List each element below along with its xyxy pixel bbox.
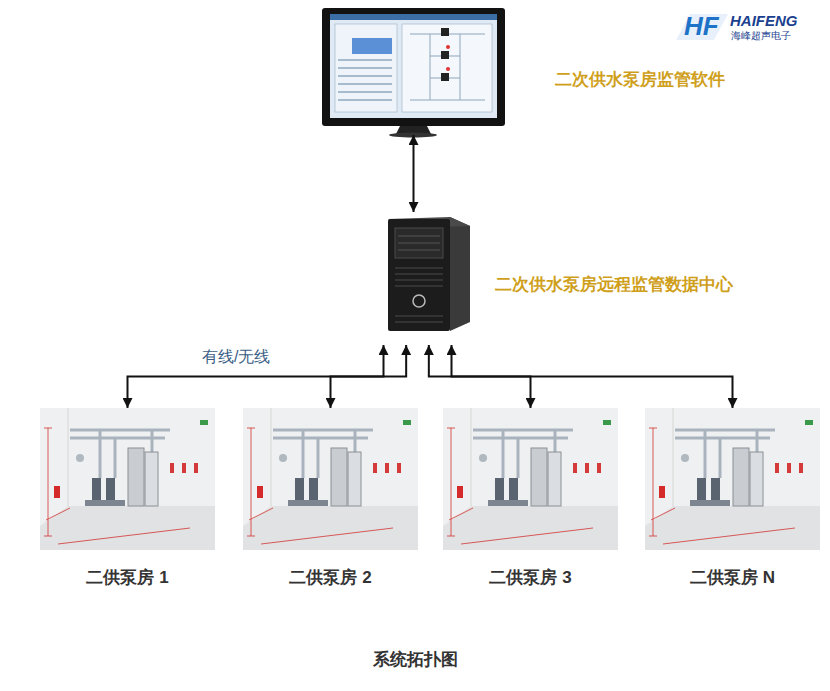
connector-arrow bbox=[413, 135, 415, 212]
pump-room: 二供泵房 1 bbox=[40, 408, 215, 550]
screen-panel bbox=[335, 24, 397, 112]
data-center-server: 二次供水泵房远程监管数据中心 bbox=[380, 212, 475, 345]
screen-display bbox=[352, 38, 392, 54]
screen-pump bbox=[441, 51, 449, 59]
screen-flow-panel bbox=[402, 24, 492, 112]
screen-pump bbox=[441, 73, 449, 81]
screen-title-bar bbox=[330, 14, 497, 20]
pump-room: 二供泵房 3 bbox=[443, 408, 618, 550]
monitor-bezel bbox=[322, 8, 505, 126]
screen-flow-lines bbox=[410, 34, 485, 100]
pump-room-illustration bbox=[40, 408, 215, 550]
connector-arrow bbox=[452, 345, 733, 408]
pump-room: 二供泵房 N bbox=[645, 408, 820, 550]
drive-bay bbox=[395, 228, 443, 258]
pump-room-illustration bbox=[645, 408, 820, 550]
screen-pump bbox=[441, 28, 449, 36]
server-side bbox=[450, 217, 470, 331]
server-illustration bbox=[388, 217, 470, 331]
room-label: 二供泵房 3 bbox=[489, 568, 571, 588]
pump-room-illustration bbox=[443, 408, 618, 550]
server-vents bbox=[395, 268, 443, 322]
screen-indicator bbox=[446, 67, 450, 71]
logo-name: HAIFENG bbox=[730, 12, 798, 30]
room-label: 二供泵房 N bbox=[690, 568, 775, 588]
node-label: 二次供水泵房远程监管数据中心 bbox=[495, 275, 733, 295]
connector-arrow bbox=[331, 345, 407, 408]
server-logo bbox=[413, 295, 425, 307]
node-label: 二次供水泵房监管软件 bbox=[555, 70, 725, 90]
screen-rows bbox=[338, 60, 392, 100]
edge-label: 有线/无线 bbox=[200, 347, 272, 366]
room-label: 二供泵房 1 bbox=[86, 568, 168, 588]
pump-room-illustration bbox=[243, 408, 418, 550]
monitor-screen bbox=[330, 14, 497, 118]
caption: 系统拓扑图 bbox=[373, 650, 458, 670]
logo-mark-text: HF bbox=[684, 11, 719, 42]
drive-slots bbox=[398, 236, 440, 250]
room-label: 二供泵房 2 bbox=[289, 568, 371, 588]
pump-room: 二供泵房 2 bbox=[243, 408, 418, 550]
monitor-illustration bbox=[322, 8, 505, 138]
server-front bbox=[388, 219, 450, 331]
software-monitor: 二次供水泵房监管软件 bbox=[322, 8, 505, 135]
logo-subtitle: 海峰超声电子 bbox=[731, 30, 791, 42]
screen-indicator bbox=[446, 45, 450, 49]
